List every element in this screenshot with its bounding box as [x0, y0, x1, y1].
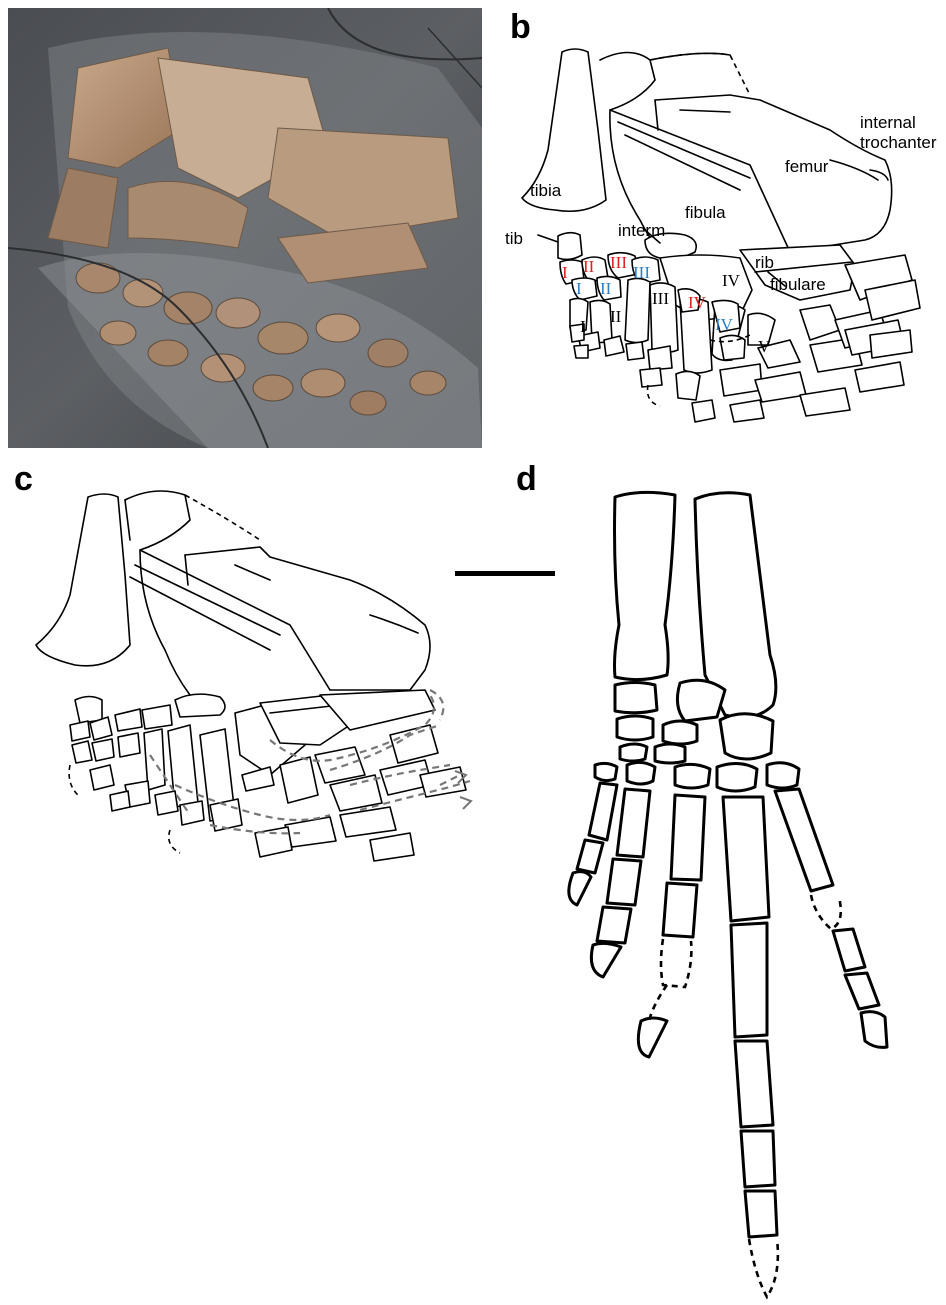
- label-rib: rib: [755, 253, 774, 272]
- label-fibulare: fibulare: [770, 275, 826, 294]
- fossil-photograph: [8, 8, 482, 448]
- black-numeral-2: II: [610, 307, 622, 326]
- black-numeral-5: V: [758, 337, 771, 356]
- scale-bar: [455, 571, 555, 576]
- interpretive-drawing: [30, 485, 490, 885]
- black-numeral-1: I: [580, 317, 586, 336]
- black-numeral-3: III: [652, 289, 669, 308]
- panel-letter-d: d: [516, 462, 537, 496]
- label-internal: internal: [860, 113, 916, 132]
- panel-letter-b: b: [510, 10, 531, 44]
- label-femur: femur: [785, 157, 829, 176]
- blue-numeral-3: III: [633, 263, 650, 282]
- annotated-drawing: internal trochanter femur tibia fibula i…: [500, 40, 946, 450]
- label-tibia: tibia: [530, 181, 562, 200]
- red-numeral-3: III: [610, 253, 627, 272]
- blue-numeral-2: II: [600, 279, 612, 298]
- red-numeral-1: I: [562, 263, 568, 282]
- black-numeral-4: IV: [722, 271, 741, 290]
- label-trochanter: trochanter: [860, 133, 937, 152]
- label-interm: interm: [618, 221, 665, 240]
- blue-numeral-1: I: [576, 279, 582, 298]
- label-tib: tib: [505, 229, 523, 248]
- red-numeral-2: II: [583, 257, 595, 276]
- blue-numeral-4: IV: [715, 315, 734, 334]
- label-fibula: fibula: [685, 203, 726, 222]
- red-numeral-4: IV: [688, 293, 707, 312]
- limb-reconstruction: [545, 485, 935, 1300]
